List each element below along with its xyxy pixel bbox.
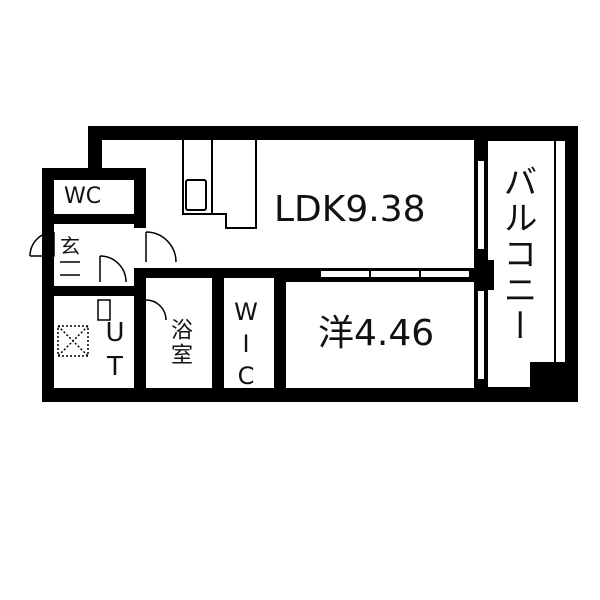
room-label-wc: WC: [64, 184, 102, 209]
exterior-walls: [42, 126, 578, 402]
room-label-western: 洋4.46: [318, 313, 435, 354]
kitchen-counter: [182, 140, 257, 229]
room-label-balcony: バルコニー: [497, 164, 537, 344]
room-label-entrance: 玄: [60, 234, 80, 258]
room-label-bath: 浴室: [167, 318, 192, 368]
windows: [319, 159, 486, 381]
balcony-railing: [488, 139, 565, 389]
washer-area: [57, 325, 89, 357]
doors: [29, 231, 177, 321]
room-label-wic: WIC: [232, 298, 260, 394]
room-label-utility: UT: [100, 318, 130, 386]
room-label-ldk: LDK9.38: [274, 189, 426, 230]
